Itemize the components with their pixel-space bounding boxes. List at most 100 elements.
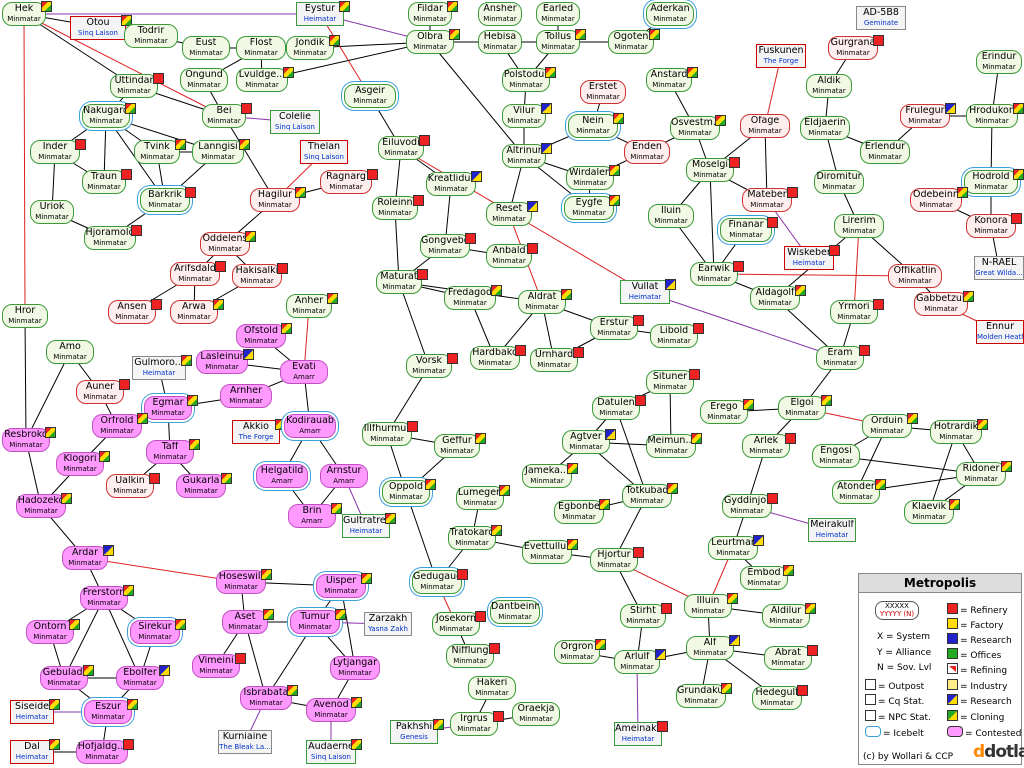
system-lulge[interactable]: Lvuldge...Minmatar [236, 67, 294, 92]
system-meimungen[interactable]: Meimun...Minmatar [646, 433, 702, 458]
system-hofjaldgu[interactable]: Hofjaldg...Minmatar [76, 739, 134, 764]
